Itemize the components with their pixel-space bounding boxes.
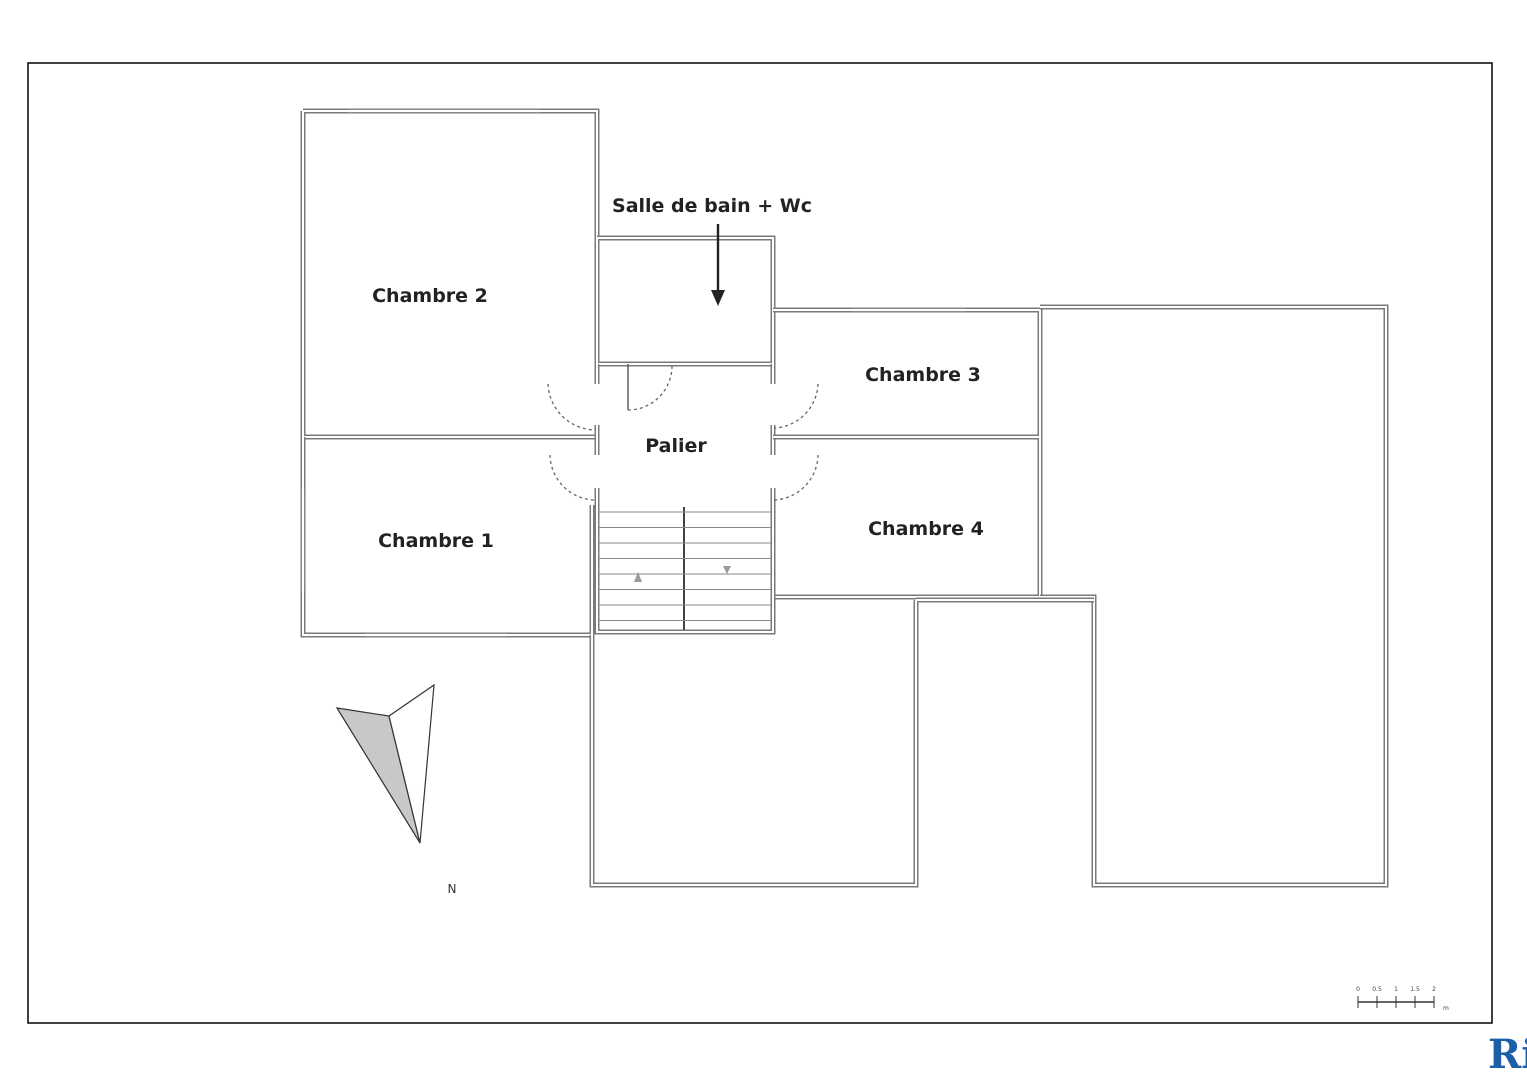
label-salle-de-bain: Salle de bain + Wc (612, 195, 812, 217)
bathroom-pointer-arrow (711, 224, 725, 306)
door-arc-bathroom (627, 365, 673, 411)
label-palier: Palier (645, 435, 707, 457)
windows (301, 109, 965, 637)
staircase (599, 507, 771, 630)
door-arc-chambre-1 (549, 454, 597, 501)
compass-icon (335, 683, 435, 844)
scale-tick-label: 0 (1356, 986, 1360, 993)
scale-tick-label: 1 (1394, 986, 1398, 993)
door-arcs (547, 365, 819, 501)
stair-down-arrow-icon (723, 566, 731, 574)
stair-up-arrow-icon (634, 572, 642, 582)
agency-logo: Ri (1488, 1031, 1527, 1078)
label-chambre-2: Chambre 2 (372, 285, 488, 307)
label-chambre-3: Chambre 3 (865, 364, 981, 386)
scale-tick-label: 1.5 (1410, 986, 1420, 993)
wall-chambre-3-4 (773, 307, 1043, 600)
door-arc-chambre-4 (773, 454, 819, 501)
wall-right-area (1040, 304, 1389, 888)
label-chambre-1: Chambre 1 (378, 530, 494, 552)
page-frame (27, 62, 1493, 1024)
scale-unit-label: m (1443, 1005, 1449, 1012)
wall-palier (594, 364, 776, 505)
door-arc-chambre-3 (773, 383, 819, 429)
scale-tick-label: 0.5 (1372, 986, 1382, 993)
wall-stairs (594, 505, 776, 635)
walls (300, 108, 1389, 888)
scale-tick-label: 2 (1432, 986, 1436, 993)
compass-north-label: N (448, 882, 457, 896)
wall-salle-de-bain (594, 235, 776, 367)
scale-bar: 0 0.5 1 1.5 2 m (1356, 986, 1449, 1012)
wall-chambre-2 (300, 108, 600, 440)
door-arc-chambre-2 (547, 383, 597, 431)
wall-lower-area (589, 597, 1094, 888)
label-chambre-4: Chambre 4 (868, 518, 984, 540)
